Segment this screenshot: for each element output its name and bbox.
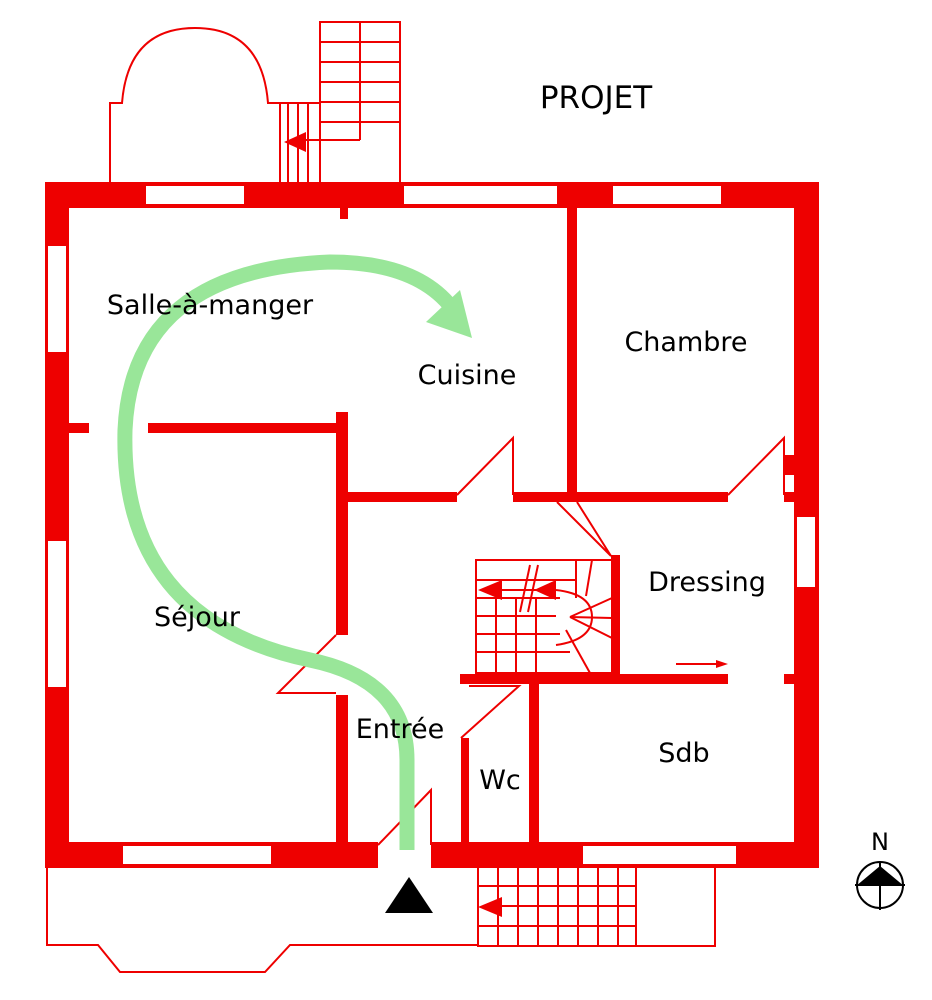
room-label-sejour: Séjour <box>154 602 241 633</box>
north-compass <box>855 861 905 910</box>
stair-arrow-right <box>534 580 556 600</box>
north-stair-arrow <box>284 132 306 152</box>
south-stair-arrow <box>478 897 502 917</box>
room-label-salle-a-manger: Salle-à-manger <box>107 290 314 321</box>
south-terrace <box>46 865 716 973</box>
room-label-dressing: Dressing <box>648 567 766 598</box>
room-label-chambre: Chambre <box>624 327 747 358</box>
interior-walls <box>67 205 796 845</box>
circulation-arrow-head <box>426 290 472 338</box>
north-annex <box>109 21 401 184</box>
room-label-cuisine: Cuisine <box>418 360 517 391</box>
circulation-path <box>117 254 462 850</box>
entrance-marker <box>385 877 433 913</box>
stair-arrow-left <box>478 580 502 600</box>
north-label: N <box>871 828 889 856</box>
room-label-entree: Entrée <box>356 714 445 745</box>
dressing-arrow-head <box>716 660 728 668</box>
room-label-wc: Wc <box>479 765 521 796</box>
project-title: PROJET <box>540 80 653 116</box>
windows <box>46 184 817 866</box>
interior-staircase <box>475 559 613 674</box>
room-label-sdb: Sdb <box>658 738 709 769</box>
